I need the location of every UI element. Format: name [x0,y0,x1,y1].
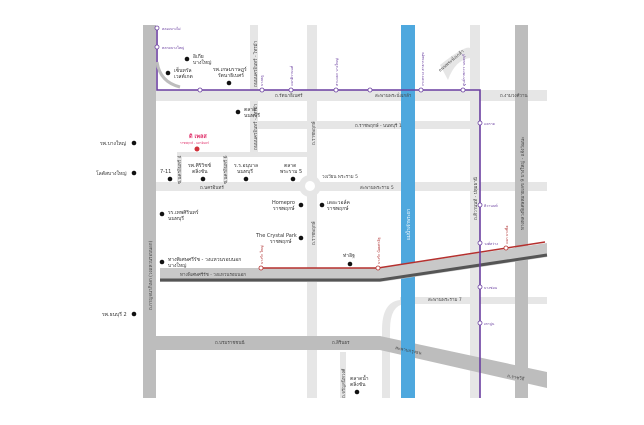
place-label: ราชพฤกษ์ [273,205,295,212]
place-label: The Crystal Park [255,233,297,239]
station-label: บางพลู [260,75,264,86]
station-label: กระทรวง สาธารณสุข [421,52,426,86]
station-label: ติวานนท์ [484,204,498,208]
red-station-markers [258,245,509,271]
road-label: ถ.ติวานนท์ - ปทุมธานี [472,177,479,220]
river-label: แม่น้ำเจ้าพระยา [405,208,412,240]
expressway [160,243,547,282]
place-label: พระราม 5 [280,169,302,175]
road-label: ถ.บรมราชชนนี [215,340,245,346]
place-label: 7-11 [160,169,171,175]
place-label: ตลาดน้ำ [350,373,369,382]
road-label: วงเวียน พระราม 5 [322,174,358,180]
road-label: สะพานพระราม 7 [428,297,462,303]
roundabout-center [305,181,315,191]
curve-road [155,61,181,89]
purple-station-markers [154,25,483,326]
place-label: โลตัสบางใหญ่ [96,170,126,177]
road-label: ถ.กาญจนาภิเษก (วงแหวนรอบนอก) [148,240,154,310]
place-label: ราชพฤกษ์ [327,205,349,212]
road-label: ถ.จรัญสนิทวงศ์ [340,368,347,398]
station-label: วงศ์สว่าง [484,242,498,246]
station-label: แยก บางซื่อ [504,226,509,244]
road-label: สะพานพระราม 5 [360,185,394,191]
station-label: ตลาดบางใหญ่ [162,45,184,50]
place-label: ทางพิเศษศรีรัช - วงแหวนรอบนอก [168,256,241,263]
place-label: เวสต์เกต [174,73,193,80]
station-label: เตาปูน [484,322,495,326]
place-label: อิเกีย [193,53,204,60]
road-label: ถ.ราชพฤกษ์ [310,221,317,245]
place-label: รพ.บางใหญ่ [100,140,126,147]
road-label: ถ.ราชพฤกษ์ - นนทบุรี 1 [355,122,402,129]
place-label: ตลาด [244,107,256,113]
place-label: นนทบุรี [237,168,253,175]
station-label: บางรัก น้อยท่าอิฐ [376,237,381,264]
road-label: สะพานพระนั่งเกล้า [375,92,412,99]
place-label: ร.ร.อนุบาล [234,163,258,169]
station-label: แยกติวานนท์ [290,65,294,86]
major-roads [143,25,547,398]
road-label: ซ.นครอินทร์ 6 [222,155,229,184]
place-label: นนทบุรี [168,215,184,222]
place-label: ตลาด [284,163,296,169]
place-label: บางใหญ่ [193,59,211,66]
road-label: ถนนนครอินทร์ - ไทรม้า [252,40,259,87]
place-label: เซ็นทรัล [174,66,192,74]
place-label: ท่าอิฐ [343,252,355,259]
station-label: ศูนย์ราชการ นนทบุรี [461,54,467,86]
project-location-marker[interactable] [194,146,200,152]
road-label: ถ.ราชวิถี [507,373,526,383]
place-label: Homepro [272,200,295,206]
road-label: ถ.ราชพฤกษ์ [310,121,317,145]
place-label: ราชพฤกษ์ [270,238,292,245]
station-label: สามแยก บางใหญ่ [334,58,339,86]
river [401,25,415,398]
place-label: รพ.ศิริวิชช์ [188,162,212,169]
project-subtitle: ราชพฤกษ์ - นครอินทร์ [180,141,209,145]
place-label: รพ.ธนบุรี 2 [102,311,127,318]
station-label: บางซ่อน [484,286,498,290]
place-label: ตลิ่งชัน [350,381,366,388]
station-label: แคราย [484,122,495,126]
project-name: ดิ เพลส [189,133,208,140]
place-label: เดอะวอล์ค [327,199,350,206]
road-label: สะพานกรุงธน [395,345,423,356]
road-label: ถนนนครอินทร์ - ไทรม้า [252,103,259,150]
station-label: คลองบางไผ่ [162,26,181,31]
road-label: ซ.นครอินทร์ 4 [176,155,183,184]
place-markers [131,56,360,395]
road-label: ถ.งามวงศ์วาน [500,92,528,99]
place-label: บางใหญ่ [168,262,186,269]
road-label: ทางพิเศษศรีรัช - วงแหวนรอบนอก [180,272,246,278]
place-label: ตลิ่งชัน [192,168,208,175]
road-label: ทางหลวงพิเศษหมายเลข 9 บางใหญ่ - แจ้งวัฒน… [520,136,526,230]
road-label: ถ.รัตนาธิเบศร์ [275,92,303,99]
place-label: รร.เทพศิรินทร์ [168,209,199,216]
road-label: ถ.สิรินธร [332,340,350,346]
minor-roads [155,25,547,398]
place-label: รัตนาธิเบศร์ [218,72,244,79]
place-label: นนทบุรี [244,112,260,119]
station-label: บางรัก ใหญ่ [259,246,264,265]
road-label: ถ.นครอินทร์ [200,184,224,191]
place-label: รพ.เกษมราษฎร์ [213,66,247,73]
expressway-edge [160,253,548,282]
